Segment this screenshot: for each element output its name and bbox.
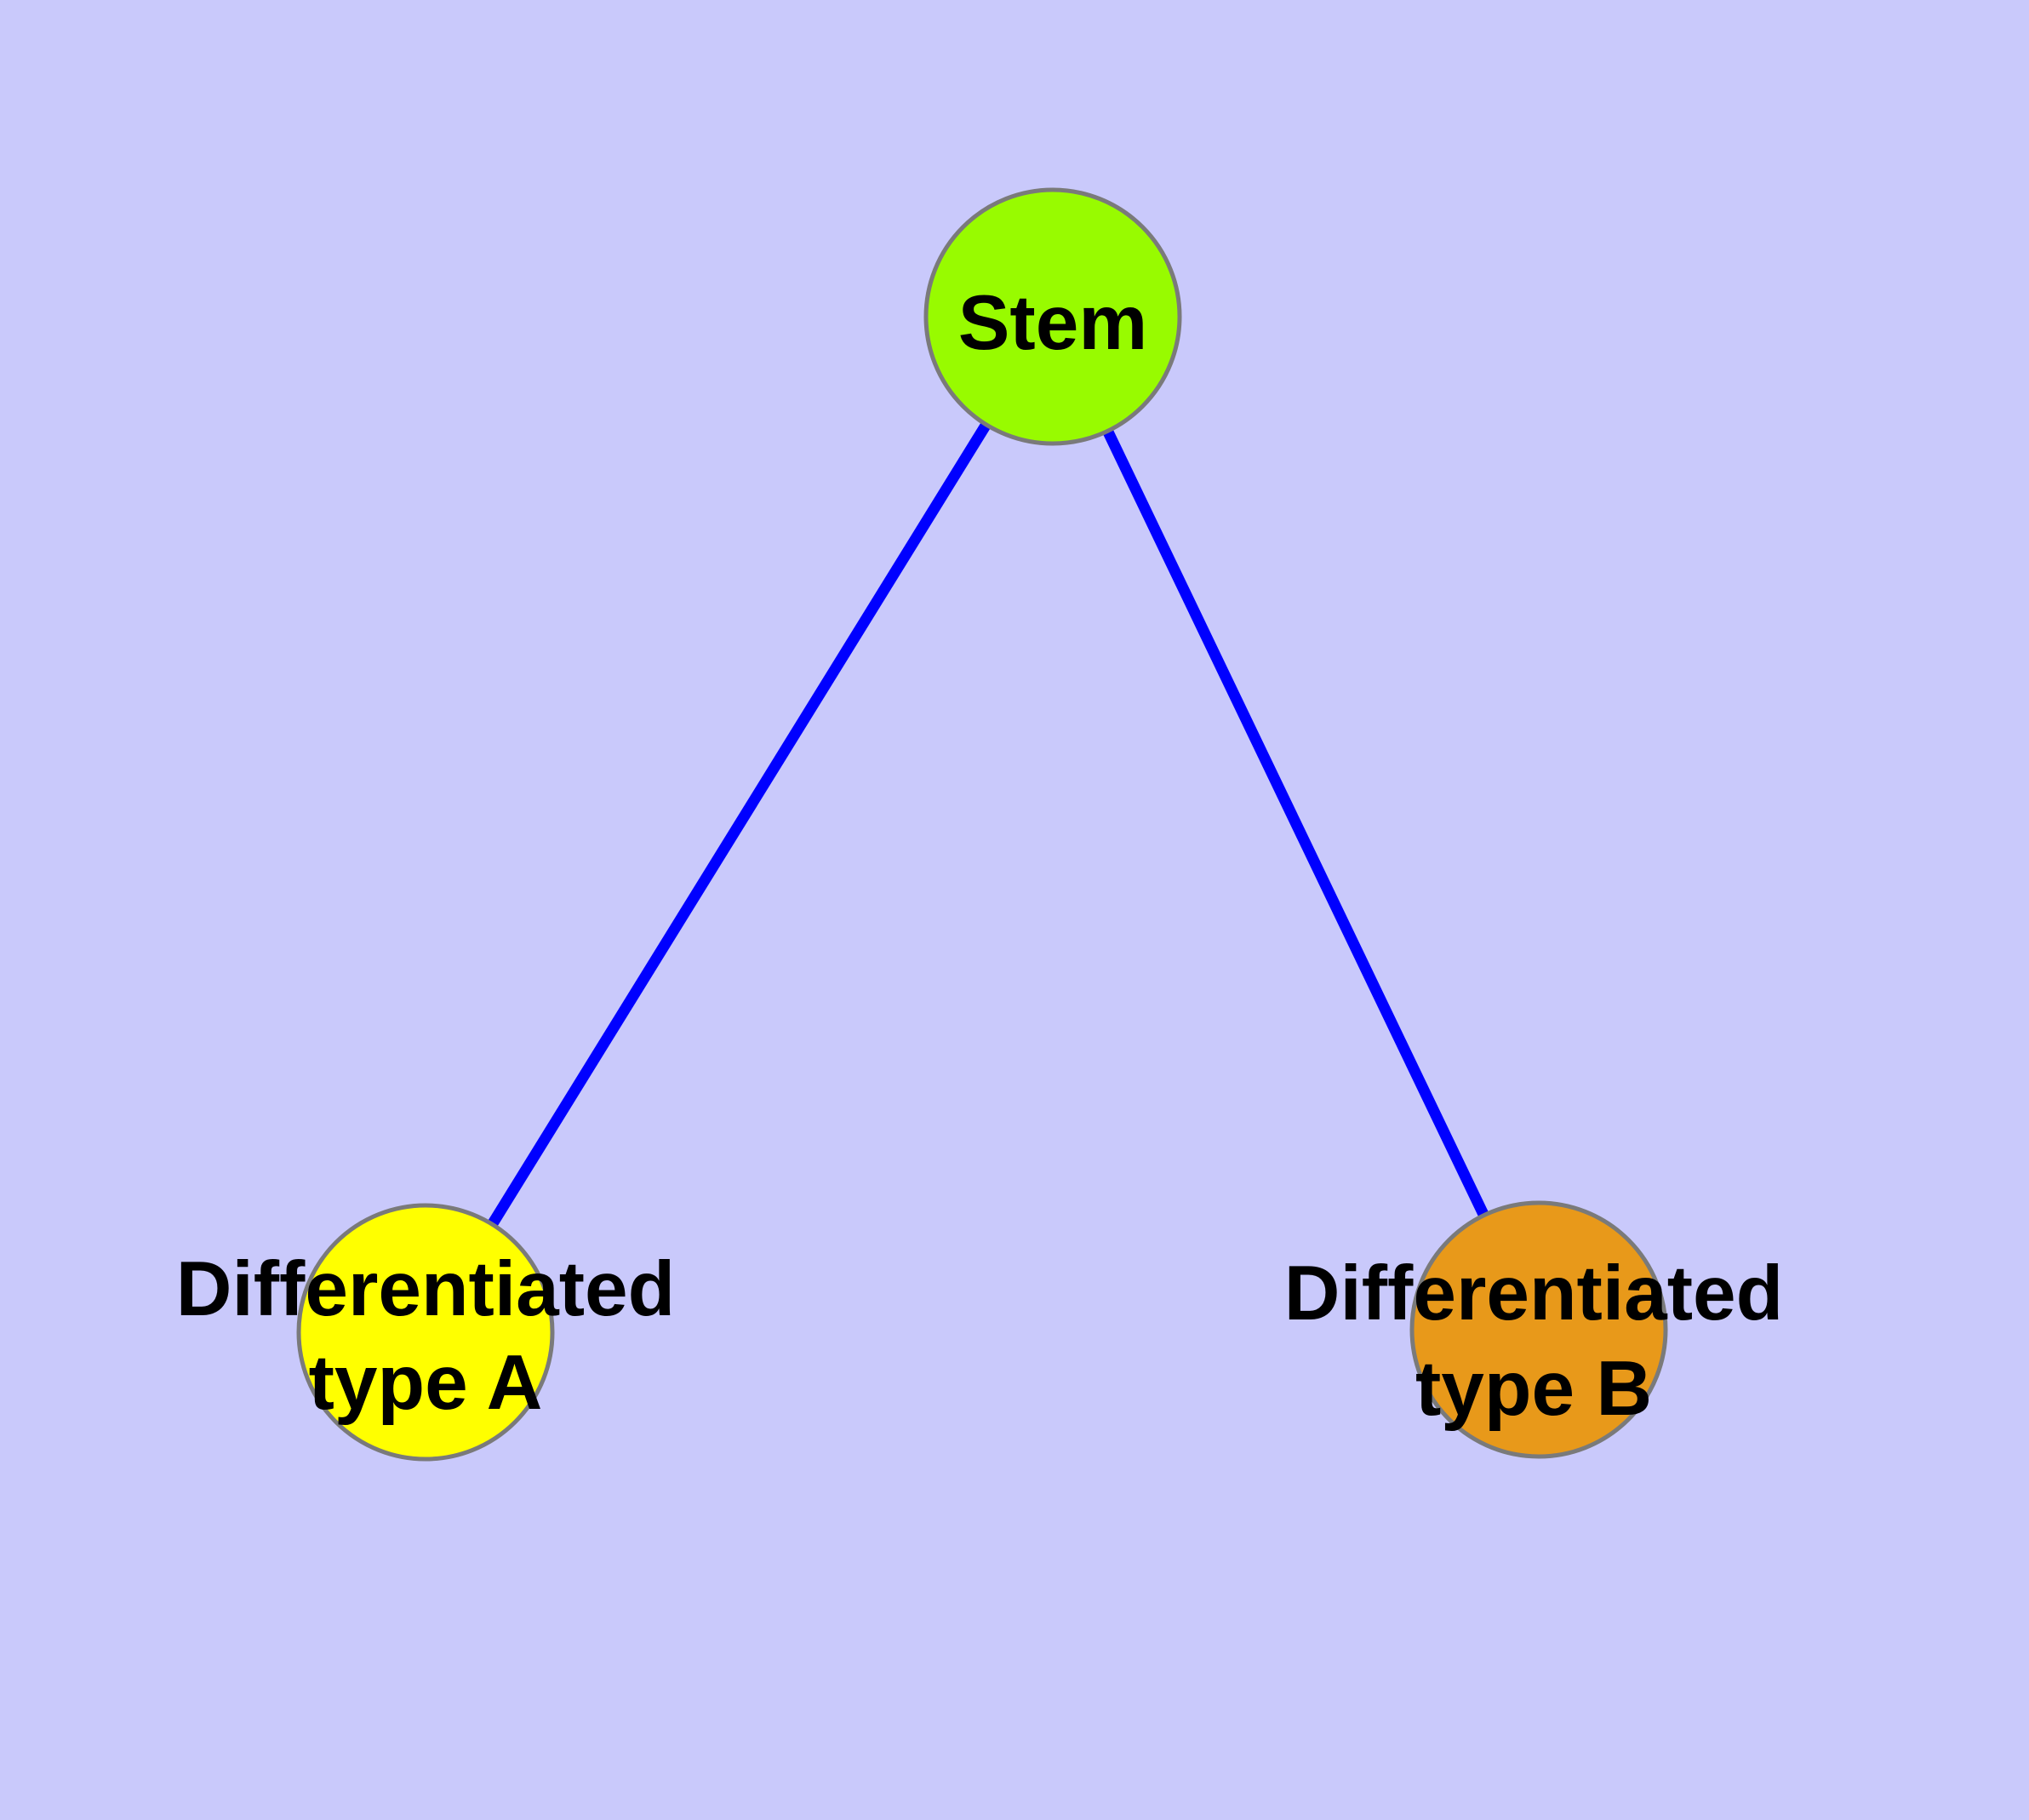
node-type-a-label-line1: Differentiated <box>176 1246 676 1332</box>
edge-stem-to-type-a <box>420 313 1058 1336</box>
node-type-a-label-line2: type A <box>309 1340 543 1426</box>
node-differentiated-type-a <box>296 1203 555 1462</box>
node-stem <box>923 187 1182 446</box>
node-type-b-label-line2: type B <box>1415 1346 1652 1432</box>
edge-stem-to-type-b <box>1048 314 1544 1332</box>
node-type-b-label-line1: Differentiated <box>1284 1251 1784 1336</box>
node-differentiated-type-b <box>1409 1200 1668 1459</box>
node-stem-label: Stem <box>958 280 1148 366</box>
